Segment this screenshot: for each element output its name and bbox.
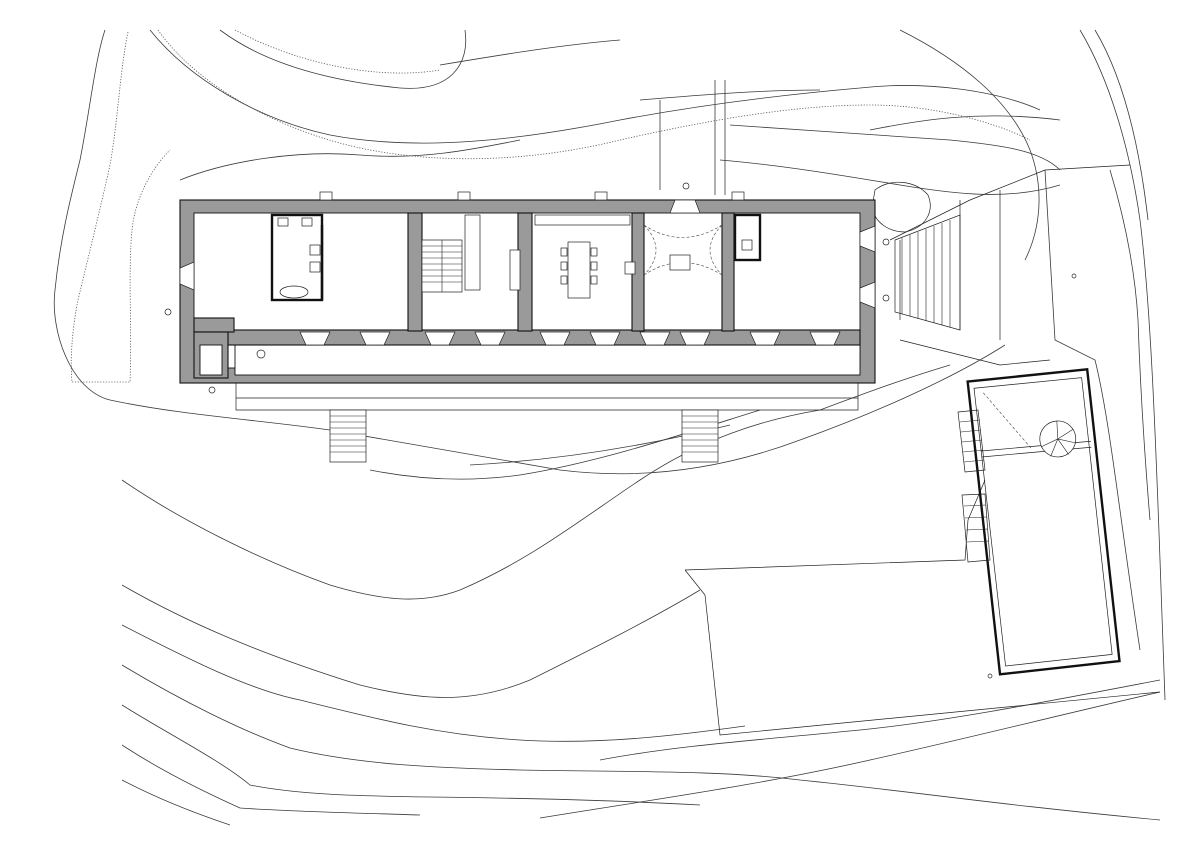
annex-approach-stairs xyxy=(957,409,991,563)
dining-table xyxy=(567,241,591,299)
exterior-stair-east xyxy=(894,214,961,331)
front-window-openings xyxy=(299,331,841,346)
level-markers xyxy=(164,182,1077,679)
boulder xyxy=(871,181,931,233)
front-stairs xyxy=(329,409,719,463)
terrain-contours xyxy=(53,29,1166,826)
interior-stair-treads xyxy=(422,240,462,292)
annex-building xyxy=(966,368,1121,676)
main-house xyxy=(179,191,876,411)
dotted-site-boundary xyxy=(70,29,1031,383)
dining-chairs xyxy=(560,247,598,285)
retaining-walls xyxy=(684,164,1161,736)
